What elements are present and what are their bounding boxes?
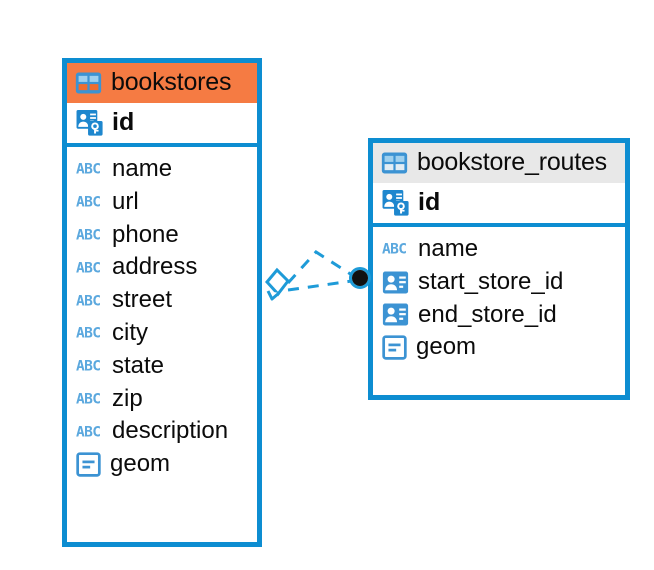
svg-text:ABC: ABC bbox=[76, 228, 100, 243]
column-label: start_store_id bbox=[418, 267, 564, 295]
svg-text:ABC: ABC bbox=[76, 424, 100, 439]
column-row-geom[interactable]: geom bbox=[67, 448, 257, 481]
entity-header-bookstore-routes[interactable]: bookstore_routes bbox=[373, 143, 625, 183]
column-label: zip bbox=[112, 384, 143, 412]
column-row-state[interactable]: ABC state bbox=[67, 350, 257, 383]
text-type-label: ABC bbox=[76, 162, 100, 177]
column-label: geom bbox=[110, 450, 171, 478]
primary-key-icon bbox=[382, 190, 409, 216]
column-label: address bbox=[112, 253, 198, 281]
text-type-icon: ABC bbox=[76, 326, 101, 341]
entity-header-bookstores[interactable]: bookstores bbox=[67, 63, 257, 103]
table-icon bbox=[381, 152, 408, 173]
table-icon bbox=[75, 72, 102, 93]
text-type-icon: ABC bbox=[76, 424, 101, 439]
column-row-geom[interactable]: geom bbox=[373, 331, 625, 364]
text-type-icon: ABC bbox=[382, 242, 407, 257]
foreign-key-icon bbox=[382, 304, 409, 326]
column-row-city[interactable]: ABC city bbox=[67, 317, 257, 350]
column-row-name[interactable]: ABC name bbox=[373, 233, 625, 266]
svg-text:ABC: ABC bbox=[76, 260, 100, 275]
svg-text:ABC: ABC bbox=[76, 326, 100, 341]
column-label: name bbox=[112, 155, 173, 182]
primary-key-icon bbox=[76, 110, 103, 136]
foreign-key-icon bbox=[382, 271, 409, 294]
column-row-name[interactable]: ABC name bbox=[67, 153, 257, 186]
text-type-icon: ABC bbox=[76, 260, 101, 275]
column-row-zip[interactable]: ABC zip bbox=[67, 383, 257, 416]
text-type-icon: ABC bbox=[76, 162, 101, 177]
entity-table-bookstore-routes[interactable]: bookstore_routes id ABC bbox=[368, 138, 630, 400]
primary-key-row-bookstore-routes[interactable]: id bbox=[373, 183, 625, 227]
entity-title: bookstore_routes bbox=[417, 148, 607, 176]
svg-text:ABC: ABC bbox=[76, 293, 100, 308]
text-type-icon: ABC bbox=[76, 228, 101, 243]
column-label: description bbox=[112, 417, 229, 445]
primary-key-label: id bbox=[418, 188, 441, 216]
text-type-icon: ABC bbox=[76, 359, 101, 374]
svg-text:ABC: ABC bbox=[382, 242, 406, 257]
column-label: phone bbox=[112, 220, 179, 248]
relationship-line-lower bbox=[287, 279, 353, 292]
column-label: city bbox=[112, 318, 148, 346]
text-type-icon: ABC bbox=[76, 392, 101, 407]
column-label: geom bbox=[416, 333, 477, 361]
column-row-address[interactable]: ABC address bbox=[67, 251, 257, 284]
primary-key-label: id bbox=[112, 108, 135, 136]
column-label: name bbox=[418, 235, 479, 262]
column-row-description[interactable]: ABC description bbox=[67, 415, 257, 448]
entity-title: bookstores bbox=[111, 68, 232, 96]
column-list-bookstore-routes: ABC name start_store_id bbox=[373, 227, 625, 371]
svg-text:ABC: ABC bbox=[76, 359, 100, 374]
text-type-icon: ABC bbox=[76, 293, 101, 308]
column-list-bookstores: ABC name ABC url ABC phone ABC bbox=[67, 147, 257, 487]
svg-text:ABC: ABC bbox=[76, 392, 100, 407]
column-label: street bbox=[112, 286, 173, 314]
relationship-line-upper bbox=[286, 250, 353, 285]
text-type-icon: ABC bbox=[76, 195, 101, 210]
column-row-phone[interactable]: ABC phone bbox=[67, 219, 257, 252]
entity-table-bookstores[interactable]: bookstores id ABC name bbox=[62, 58, 262, 547]
diamond-marker bbox=[265, 267, 290, 301]
geometry-type-icon bbox=[382, 335, 407, 360]
column-row-street[interactable]: ABC street bbox=[67, 284, 257, 317]
column-row-start-store-id[interactable]: start_store_id bbox=[373, 266, 625, 299]
column-label: url bbox=[112, 187, 139, 215]
geometry-type-icon bbox=[76, 452, 101, 477]
primary-key-row-bookstores[interactable]: id bbox=[67, 103, 257, 147]
column-label: state bbox=[112, 351, 165, 379]
svg-text:ABC: ABC bbox=[76, 195, 100, 210]
dot-marker bbox=[349, 267, 371, 289]
column-label: end_store_id bbox=[418, 300, 557, 328]
column-row-url[interactable]: ABC url bbox=[67, 186, 257, 219]
column-row-end-store-id[interactable]: end_store_id bbox=[373, 299, 625, 332]
